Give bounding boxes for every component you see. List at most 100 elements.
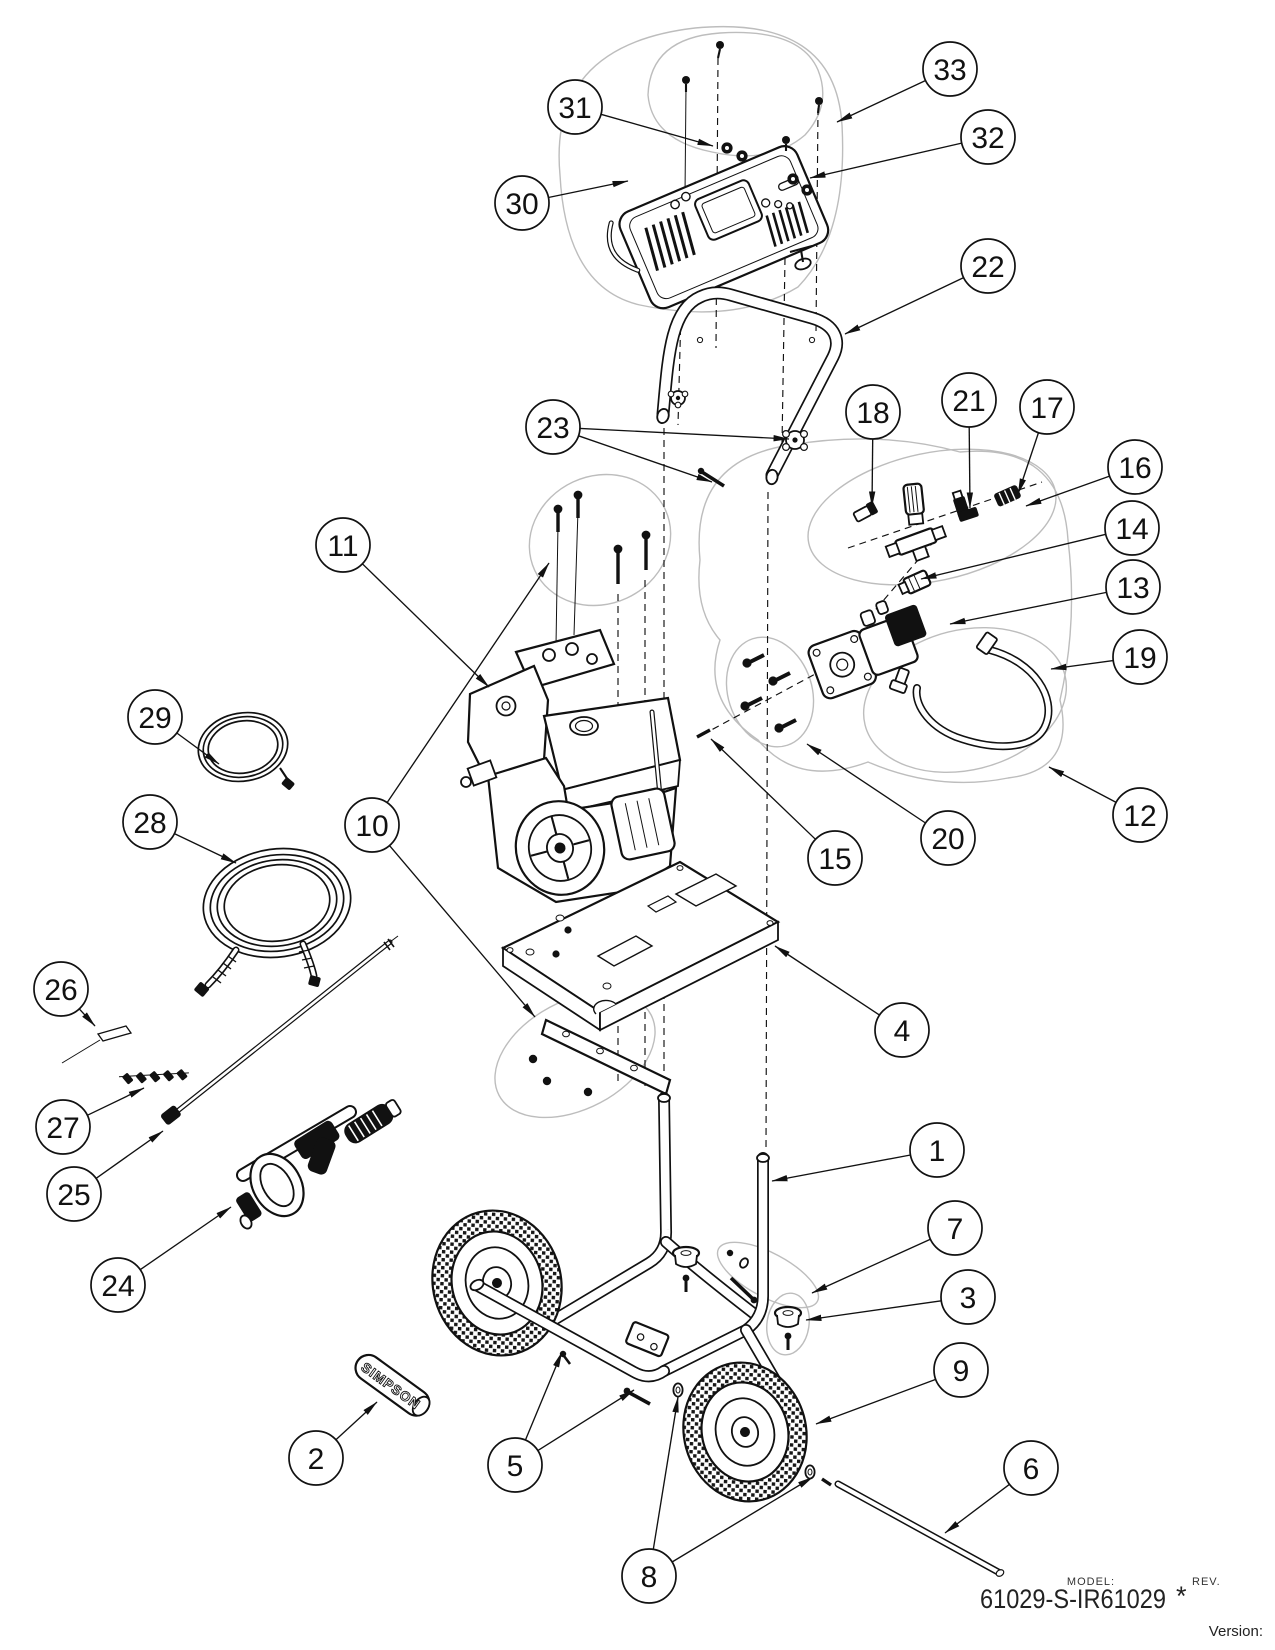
callout-10: 10: [344, 562, 550, 1018]
callout-balloon-2: [288, 1430, 344, 1486]
leader-line-25: [95, 1130, 164, 1179]
leader-line-9: [815, 1378, 936, 1425]
callout-4: 4: [774, 945, 930, 1058]
callout-number-8: 8: [641, 1561, 658, 1594]
recoil-starter: [514, 800, 606, 896]
callout-number-10: 10: [355, 810, 388, 843]
callout-16: 16: [1025, 439, 1163, 507]
callout-balloon-28: [122, 794, 178, 850]
callout-balloon-23: [525, 399, 581, 455]
thermal-relief-valve: [852, 501, 878, 523]
callout-number-17: 17: [1030, 392, 1063, 425]
leader-line-8: [671, 1476, 814, 1563]
leader-line-8: [652, 1396, 679, 1550]
callout-number-16: 16: [1118, 452, 1151, 485]
callout-balloon-10: [344, 797, 400, 853]
callout-balloon-1: [909, 1122, 965, 1178]
cart-frame: [526, 1092, 794, 1408]
choke-lever: [789, 244, 813, 271]
leader-line-6: [944, 1483, 1010, 1534]
callout-balloon-6: [1003, 1440, 1059, 1496]
leader-line-30: [548, 180, 629, 199]
callout-number-20: 20: [931, 823, 964, 856]
title-block: MODEL: 61029-S-IR61029 * REV. Version:: [980, 1576, 1263, 1640]
callout-33: 33: [836, 41, 978, 123]
axle-rod: [834, 1480, 1005, 1577]
knob: [667, 390, 689, 409]
callout-number-9: 9: [953, 1355, 970, 1388]
leader-line-12: [1048, 766, 1117, 803]
pump-mount-bolts: [696, 653, 797, 739]
callout-balloon-16: [1107, 439, 1163, 495]
handle-stud: [697, 467, 725, 488]
callout-balloon-3: [940, 1269, 996, 1325]
leader-line-23: [578, 435, 713, 483]
leader-line-16: [1025, 475, 1110, 507]
callout-13: 13: [949, 559, 1161, 625]
rear-wheel: [682, 1361, 808, 1503]
leader-line-24: [139, 1206, 232, 1271]
callout-number-33: 33: [933, 54, 966, 87]
leader-line-3: [805, 1300, 942, 1321]
unloader-valve: [884, 482, 948, 563]
callout-number-28: 28: [133, 807, 166, 840]
callout-number-25: 25: [57, 1179, 90, 1212]
callout-balloon-25: [46, 1166, 102, 1222]
callout-3: 3: [805, 1269, 996, 1325]
callout-26: 26: [33, 961, 96, 1027]
callout-23: 23: [525, 399, 790, 483]
callout-8: 8: [621, 1396, 814, 1604]
callout-number-4: 4: [894, 1015, 911, 1048]
callout-balloon-13: [1105, 559, 1161, 615]
callout-number-19: 19: [1123, 642, 1156, 675]
leader-line-29: [176, 732, 220, 765]
outlet-coupler: [994, 485, 1021, 507]
callout-28: 28: [122, 794, 237, 864]
callout-29: 29: [127, 689, 220, 765]
rubber-foot: [671, 1245, 701, 1292]
unloader-cluster: [852, 482, 1021, 596]
callout-balloon-14: [1104, 500, 1160, 556]
callout-balloon-4: [874, 1002, 930, 1058]
pump-assembly: [807, 600, 927, 700]
callout-5: 5: [487, 1351, 635, 1493]
callout-number-7: 7: [947, 1213, 964, 1246]
callout-9: 9: [815, 1342, 989, 1425]
leader-line-33: [836, 79, 926, 123]
bypass-hose: [888, 631, 1053, 751]
leader-line-21: [966, 426, 974, 509]
callout-number-24: 24: [101, 1270, 134, 1303]
callout-number-27: 27: [46, 1112, 79, 1145]
callout-balloon-19: [1112, 629, 1168, 685]
muffler: [610, 787, 676, 861]
callout-11: 11: [315, 517, 490, 688]
callout-balloon-27: [35, 1099, 91, 1155]
callout-18: 18: [845, 384, 901, 508]
callout-balloon-11: [315, 517, 371, 573]
callout-balloon-33: [922, 41, 978, 97]
base-plate: [500, 860, 781, 1032]
callout-number-29: 29: [138, 702, 171, 735]
leader-line-5: [537, 1389, 635, 1452]
leader-line-1: [771, 1154, 911, 1182]
leader-line-32: [809, 142, 962, 179]
callout-22: 22: [844, 238, 1016, 335]
callout-number-11: 11: [327, 530, 358, 563]
leader-line-20: [806, 743, 926, 824]
control-panel: [606, 145, 830, 310]
front-wheel: [431, 1209, 563, 1357]
callout-number-15: 15: [818, 843, 851, 876]
frame-bolts: [559, 1249, 758, 1406]
spray-wand: [161, 935, 399, 1125]
inlet-fitting: [897, 569, 932, 596]
callout-30: 30: [494, 175, 629, 231]
pressure-hose-coil: [194, 847, 352, 997]
callout-17: 17: [1017, 379, 1075, 495]
revision-value: *: [1176, 1581, 1187, 1611]
nozzle-cleaning-tag: [61, 1025, 133, 1064]
version-label: Version:: [1209, 1623, 1263, 1640]
leader-line-10: [386, 562, 550, 803]
axle-washers: [672, 1382, 832, 1487]
leader-line-27: [87, 1087, 145, 1116]
